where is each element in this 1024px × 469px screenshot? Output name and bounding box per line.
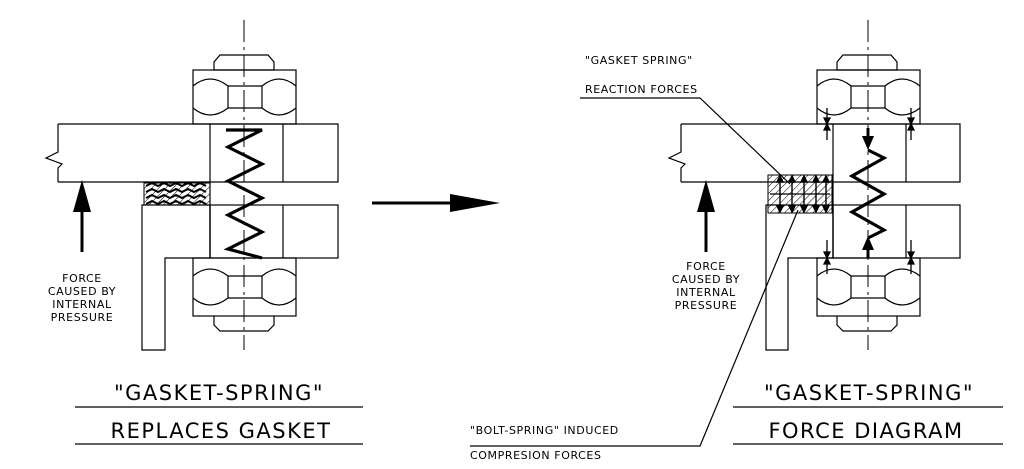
top-callout-line-1: "GASKET SPRING" <box>585 54 693 67</box>
top-callout-line-2: REACTION FORCES <box>585 83 698 96</box>
right-break-mark <box>667 124 687 182</box>
right-upper-flange <box>681 123 961 183</box>
right-force-label-4: PRESSURE <box>675 299 738 312</box>
left-assembly <box>44 20 339 351</box>
right-force-arrow <box>697 180 715 252</box>
left-title-line-2: REPLACES GASKET <box>111 419 332 443</box>
bottom-callout-line-2: COMPRESION FORCES <box>470 449 602 462</box>
right-spring-arrows <box>862 128 874 258</box>
left-break-mark <box>44 124 64 182</box>
bottom-callout-line-1: "BOLT-SPRING" INDUCED <box>470 424 619 437</box>
right-title-line-1: "GASKET-SPRING" <box>764 381 974 405</box>
left-force-arrow <box>73 180 91 252</box>
right-gasket <box>767 174 833 214</box>
left-gasket <box>143 181 211 206</box>
transition-arrow <box>372 194 500 212</box>
right-bolt-spring <box>848 148 888 240</box>
left-title-line-1: "GASKET-SPRING" <box>114 381 324 405</box>
right-title-line-2: FORCE DIAGRAM <box>768 419 963 443</box>
left-force-label-3: INTERNAL <box>52 298 112 311</box>
right-force-label-2: CAUSED BY <box>672 273 740 286</box>
left-top-nut <box>192 54 297 125</box>
left-bolt-spring <box>223 128 266 260</box>
top-callout-leader <box>580 97 791 185</box>
right-assembly <box>470 20 961 447</box>
right-force-label-3: INTERNAL <box>676 286 736 299</box>
right-force-label-1: FORCE <box>686 260 726 273</box>
left-bottom-nut <box>192 257 297 332</box>
left-lower-flange <box>141 204 211 351</box>
left-force-label-4: PRESSURE <box>51 311 114 324</box>
left-force-label-1: FORCE <box>62 272 102 285</box>
bottom-callout-leader <box>470 209 799 447</box>
left-force-label-2: CAUSED BY <box>48 285 116 298</box>
right-lower-flange <box>765 204 834 351</box>
left-upper-flange <box>58 123 339 183</box>
right-compression-arrows <box>822 108 916 274</box>
